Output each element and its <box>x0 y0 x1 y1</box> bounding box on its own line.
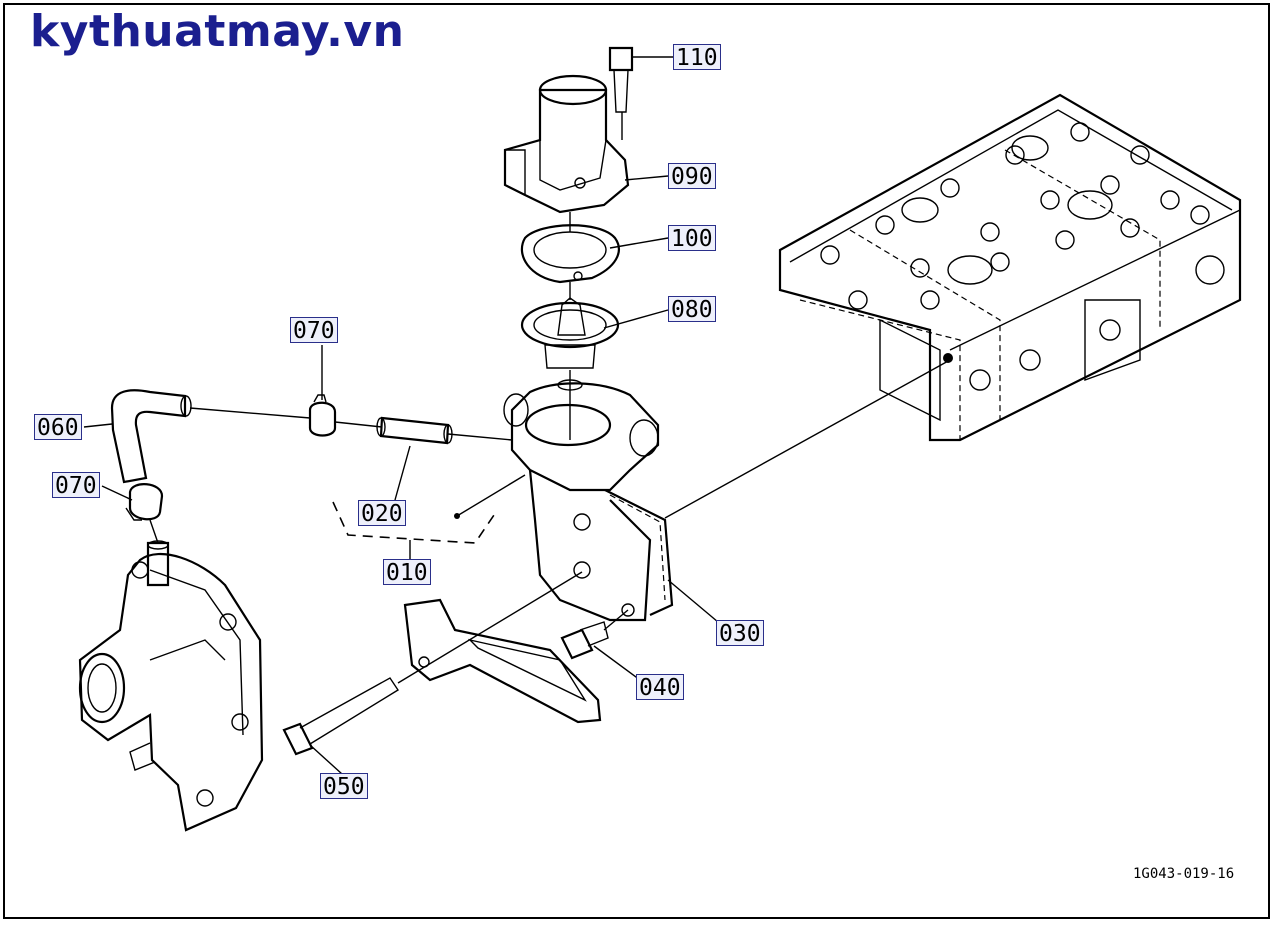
callout-070-left[interactable]: 070 <box>52 472 100 499</box>
callout-060[interactable]: 060 <box>34 414 82 441</box>
bypass-hose-drawing <box>110 389 192 484</box>
callout-090[interactable]: 090 <box>668 163 716 190</box>
page-border <box>3 3 1270 919</box>
thermostat-cover-drawing <box>503 74 630 214</box>
bolt-040-drawing <box>560 621 609 660</box>
bolt-110-drawing <box>608 46 634 113</box>
callout-030[interactable]: 030 <box>716 620 764 647</box>
water-pump-drawing <box>78 540 264 832</box>
hose-clamp-top <box>308 394 337 437</box>
assembly-bracket-010 <box>332 501 495 544</box>
callout-070-top[interactable]: 070 <box>290 317 338 344</box>
gasket-100-drawing <box>520 224 620 284</box>
cylinder-head-drawing <box>778 93 1242 442</box>
callout-020[interactable]: 020 <box>358 500 406 527</box>
callout-100[interactable]: 100 <box>668 225 716 252</box>
hose-clamp-left <box>125 483 164 521</box>
callout-080[interactable]: 080 <box>668 296 716 323</box>
pipe-drawing <box>376 416 453 445</box>
callout-040[interactable]: 040 <box>636 674 684 701</box>
thermostat-housing-010-drawing <box>503 382 674 622</box>
drawing-number: 1G043-019-16 <box>1133 866 1235 882</box>
leader-lines <box>83 56 951 775</box>
callout-110[interactable]: 110 <box>673 44 721 71</box>
site-logo[interactable]: kythuatmay.vn <box>30 6 405 57</box>
bolt-050-drawing <box>282 677 399 756</box>
callout-010[interactable]: 010 <box>383 559 431 586</box>
callout-050[interactable]: 050 <box>320 773 368 800</box>
assembly-dot <box>454 513 460 519</box>
